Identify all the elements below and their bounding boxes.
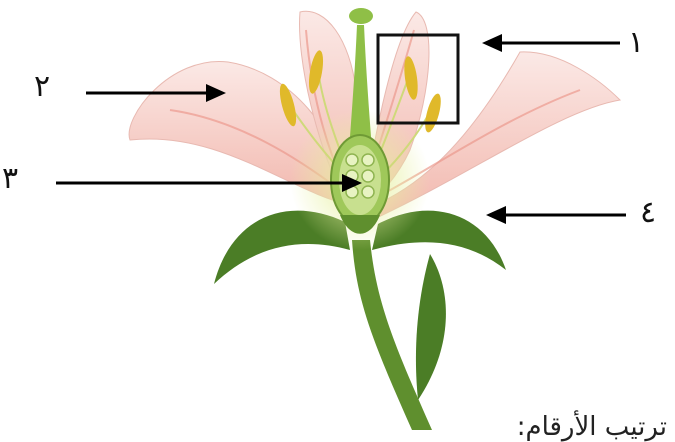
label-three: ٣ (2, 164, 18, 194)
label-four: ٤ (640, 198, 656, 228)
lower-leaf (416, 254, 446, 400)
label-two: ٢ (34, 72, 50, 102)
label-one: ١ (628, 28, 644, 58)
ordering-prompt: ترتيب الأرقام: (517, 412, 667, 442)
stigma (349, 8, 373, 24)
